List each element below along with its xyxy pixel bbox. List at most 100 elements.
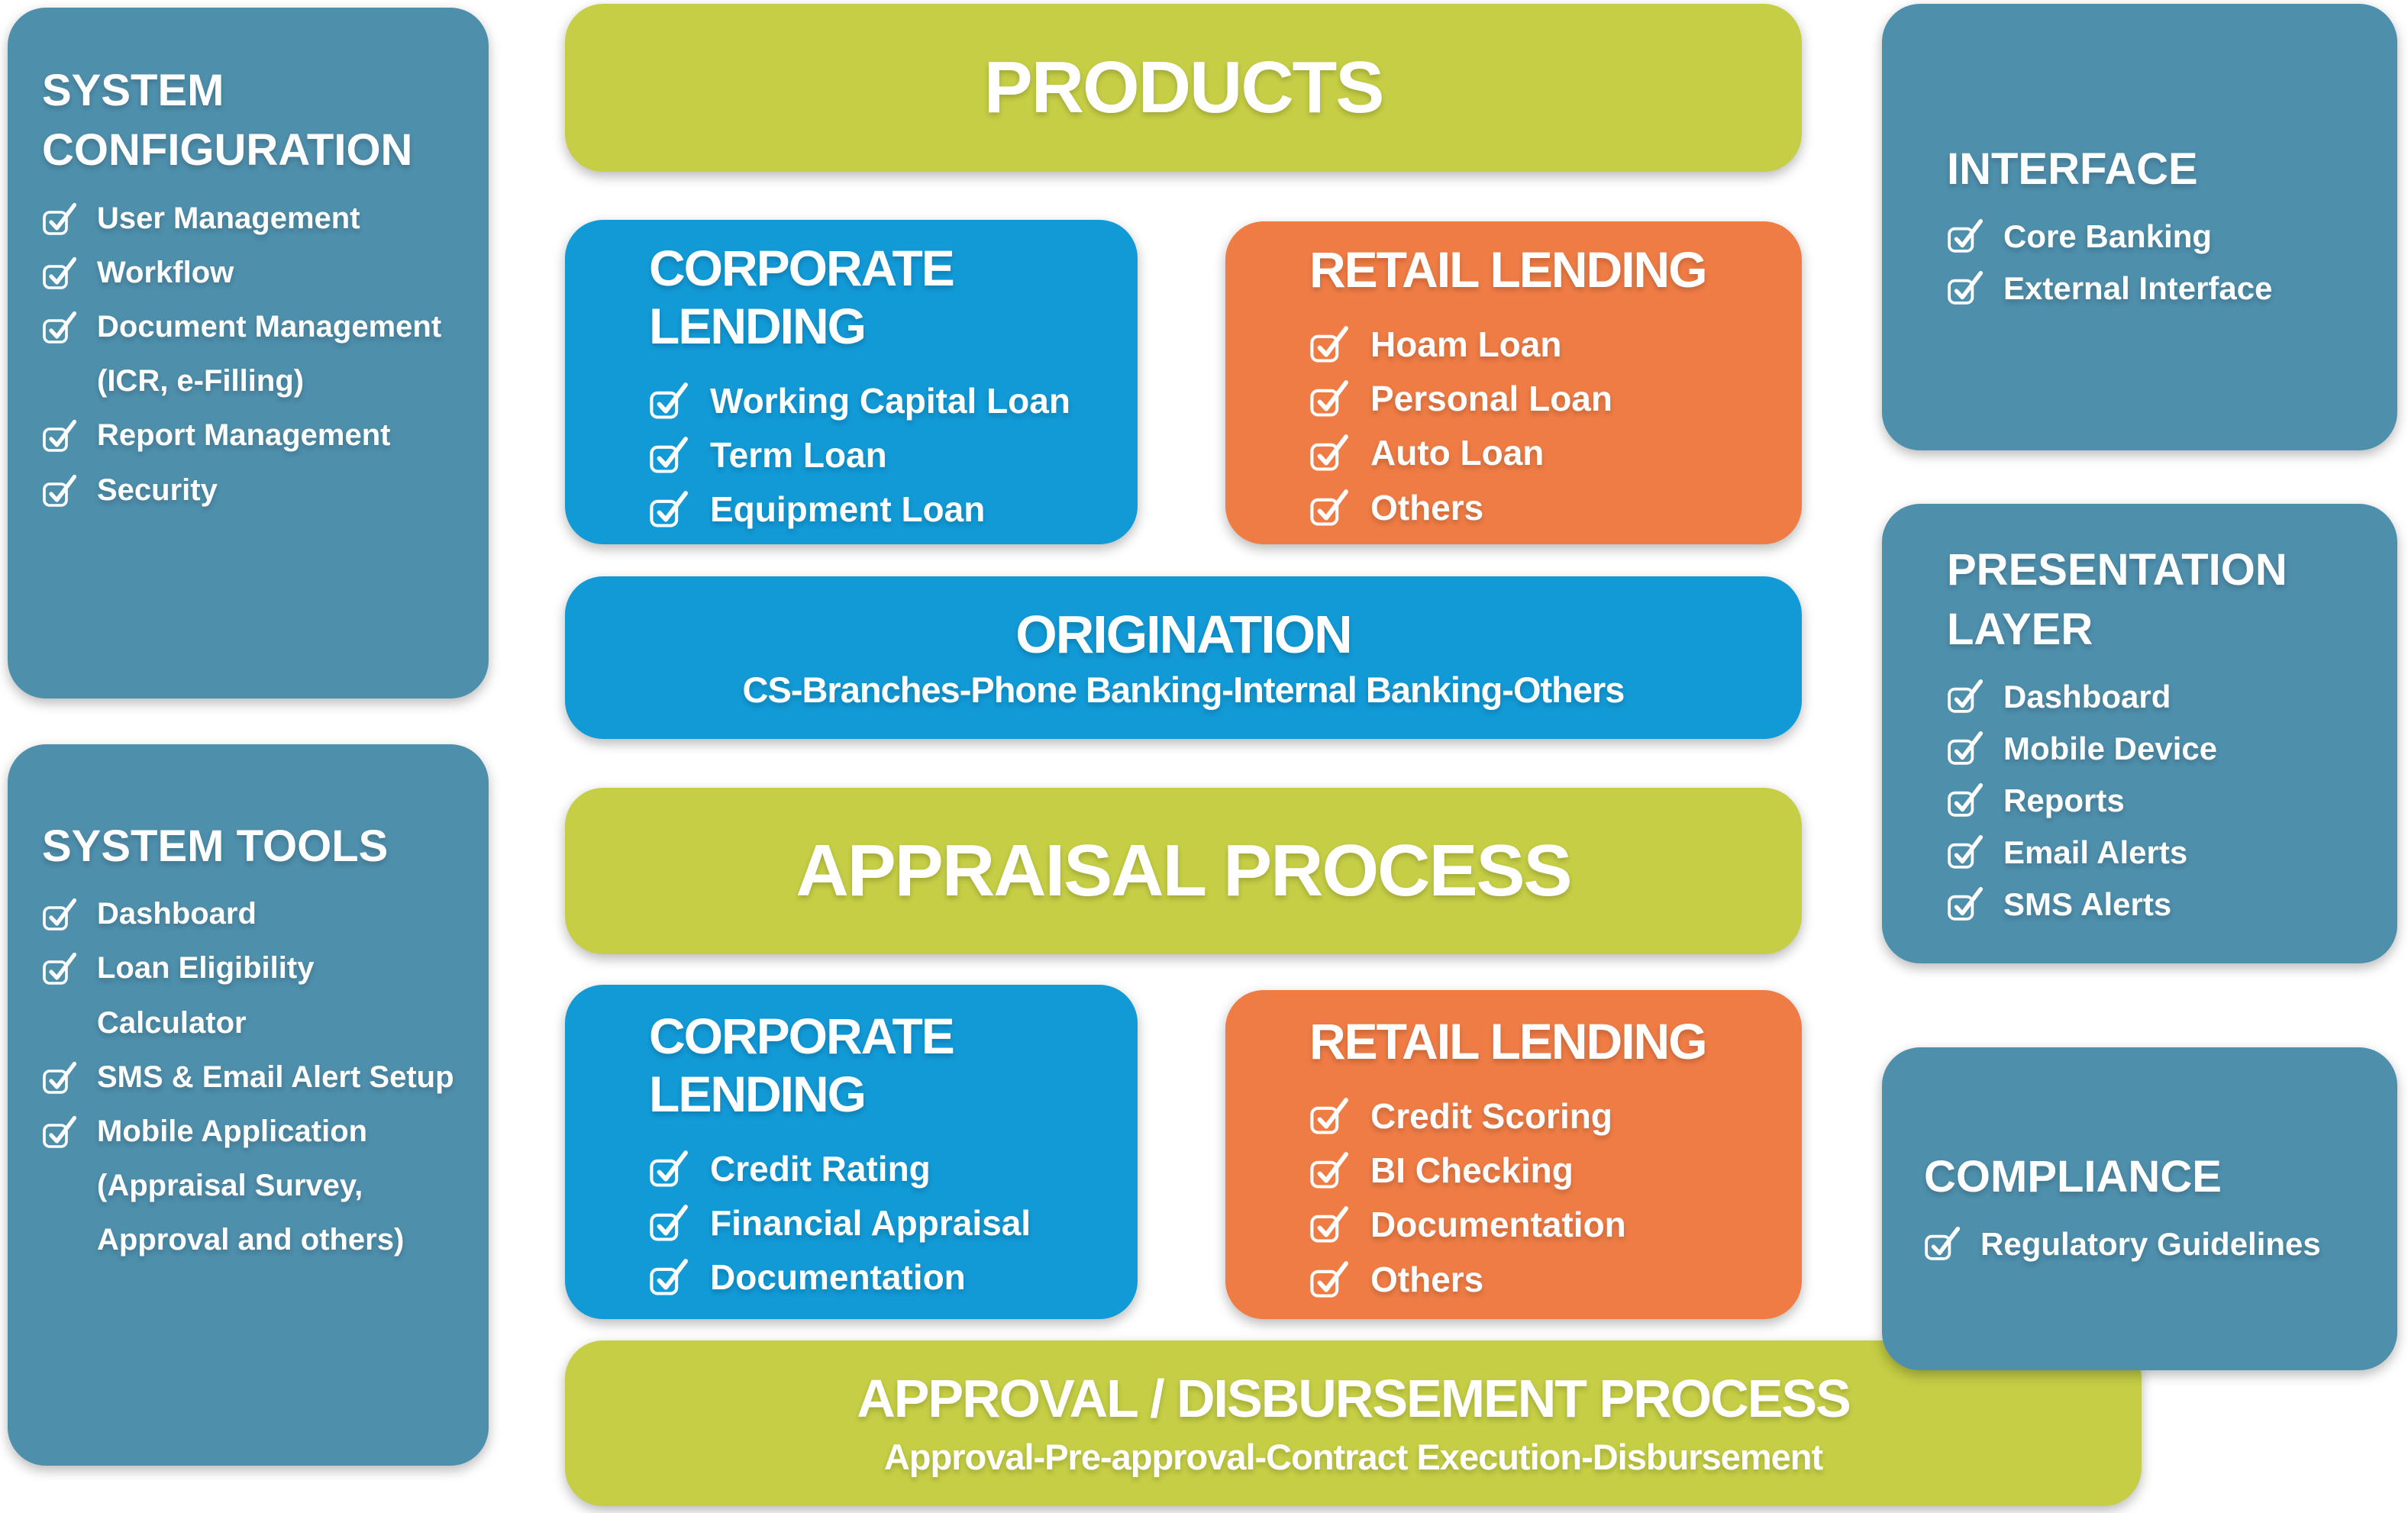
list-item-label: Email Alerts [2003, 834, 2188, 870]
corporate-lending-appraisal-list: Credit Rating Financial Appraisal Docume… [649, 1142, 1111, 1305]
checkbox-checked-icon [42, 1061, 77, 1095]
list-item: Term Loan [649, 428, 1111, 482]
products-header-title: PRODUCTS [983, 47, 1385, 128]
list-item: Email Alerts [1947, 827, 2374, 879]
list-item-label: Equipment Loan [710, 489, 986, 530]
corporate-lending-products-card: CORPORATE LENDING Working Capital Loan T… [565, 220, 1138, 544]
list-item-label: Core Banking [2003, 218, 2213, 254]
list-item-label: Term Loan [710, 435, 887, 476]
checkbox-checked-icon [42, 474, 77, 508]
checkbox-checked-icon [649, 490, 689, 528]
appraisal-process-header-bar: APPRAISAL PROCESS [565, 788, 1802, 954]
list-item-label: Others [1370, 487, 1484, 527]
checkbox-checked-icon [1947, 731, 1984, 766]
checkbox-checked-icon [42, 256, 77, 290]
retail-lending-title: RETAIL LENDING [1309, 1013, 1708, 1069]
list-item: Others [1309, 481, 1775, 535]
checkbox-checked-icon [1309, 325, 1349, 363]
list-item-label: Report Management [97, 418, 391, 453]
list-item-label: User Management [97, 201, 360, 235]
checkbox-checked-icon [1947, 270, 1984, 305]
approval-disbursement-bar: APPROVAL / DISBURSEMENT PROCESS Approval… [565, 1340, 2142, 1506]
list-item: Working Capital Loan [649, 374, 1111, 428]
list-item: Workflow [42, 246, 466, 300]
retail-lending-products-list: Hoam Loan Personal Loan Auto Loan Others [1309, 318, 1775, 535]
checkbox-checked-icon [649, 1204, 689, 1242]
corporate-lending-appraisal-card: CORPORATE LENDING Credit Rating Financia… [565, 985, 1138, 1319]
presentation-layer-title: PRESENTATION LAYER [1947, 545, 2287, 655]
list-item: Mobile Application (Appraisal Survey, Ap… [42, 1105, 466, 1268]
list-item: Dashboard [1947, 671, 2374, 723]
list-item-label: Reports [2003, 782, 2125, 818]
retail-lending-products-card: RETAIL LENDING Hoam Loan Personal Loan A… [1225, 221, 1802, 544]
list-item-label: Documentation [710, 1257, 966, 1298]
checkbox-checked-icon [1309, 379, 1349, 418]
list-item: Documentation [649, 1250, 1111, 1305]
checkbox-checked-icon [42, 419, 77, 453]
list-item: Others [1309, 1253, 1775, 1307]
list-item: Report Management [42, 408, 466, 463]
checkbox-checked-icon [1309, 1205, 1349, 1244]
list-item: Core Banking [1947, 211, 2374, 263]
list-item-label: Hoam Loan [1370, 324, 1562, 364]
checkbox-checked-icon [649, 382, 689, 420]
origination-title: ORIGINATION [1015, 605, 1352, 664]
corporate-lending-products-list: Working Capital Loan Term Loan Equipment… [649, 374, 1111, 537]
checkbox-checked-icon [649, 1150, 689, 1188]
checkbox-checked-icon [1947, 886, 1984, 921]
list-item-label: Mobile Device [2003, 730, 2218, 766]
checkbox-checked-icon [1947, 679, 1984, 714]
checkbox-checked-icon [1947, 834, 1984, 869]
list-item: User Management [42, 192, 466, 246]
list-item-label: Others [1370, 1259, 1484, 1299]
interface-title: INTERFACE [1947, 144, 2198, 195]
list-item-label: Documentation [1370, 1205, 1626, 1245]
list-item-label: Regulatory Guidelines [1980, 1225, 2321, 1262]
list-item: Personal Loan [1309, 372, 1775, 426]
corporate-lending-title: CORPORATE LENDING [649, 240, 955, 354]
system-configuration-title: SYSTEM CONFIGURATION [42, 66, 413, 176]
interface-card: INTERFACE Core Banking External Interfac… [1882, 4, 2397, 450]
checkbox-checked-icon [1309, 1151, 1349, 1189]
list-item: Dashboard [42, 887, 466, 941]
checkbox-checked-icon [1309, 1097, 1349, 1135]
checkbox-checked-icon [42, 898, 77, 931]
list-item: Security [42, 463, 466, 518]
system-configuration-card: SYSTEM CONFIGURATION User Management Wor… [8, 8, 489, 698]
retail-lending-title: RETAIL LENDING [1309, 241, 1708, 298]
list-item-label: Workflow [97, 255, 234, 289]
list-item-label: External Interface [2003, 269, 2273, 306]
products-header-bar: PRODUCTS [565, 4, 1802, 172]
list-item: Loan Eligibility Calculator [42, 941, 466, 1050]
list-item-label: Financial Appraisal [710, 1203, 1031, 1244]
origination-bar: ORIGINATION CS-Branches-Phone Banking-In… [565, 576, 1802, 739]
approval-disbursement-subtitle: Approval-Pre-approval-Contract Execution… [883, 1437, 1823, 1477]
compliance-card: COMPLIANCE Regulatory Guidelines [1882, 1047, 2397, 1370]
system-tools-card: SYSTEM TOOLS Dashboard Loan Eligibility … [8, 744, 489, 1466]
list-item-label: SMS & Email Alert Setup [97, 1060, 454, 1094]
approval-disbursement-title: APPROVAL / DISBURSEMENT PROCESS [857, 1369, 1851, 1428]
interface-list: Core Banking External Interface [1947, 211, 2374, 315]
list-item-label: BI Checking [1370, 1150, 1574, 1191]
list-item-label: Document Management (ICR, e-Filling) [97, 309, 442, 398]
checkbox-checked-icon [42, 952, 77, 986]
checkbox-checked-icon [1309, 1260, 1349, 1298]
list-item: Documentation [1309, 1198, 1775, 1252]
list-item: Auto Loan [1309, 426, 1775, 480]
compliance-list: Regulatory Guidelines [1924, 1218, 2374, 1270]
checkbox-checked-icon [42, 1115, 77, 1149]
system-tools-list: Dashboard Loan Eligibility Calculator SM… [42, 887, 466, 1267]
origination-subtitle: CS-Branches-Phone Banking-Internal Banki… [742, 669, 1625, 710]
retail-lending-appraisal-card: RETAIL LENDING Credit Scoring BI Checkin… [1225, 990, 1802, 1319]
checkbox-checked-icon [1947, 218, 1984, 253]
list-item: Credit Scoring [1309, 1089, 1775, 1144]
list-item-label: Security [97, 473, 218, 507]
system-tools-title: SYSTEM TOOLS [42, 821, 389, 871]
list-item: Reports [1947, 775, 2374, 827]
presentation-layer-card: PRESENTATION LAYER Dashboard Mobile Devi… [1882, 504, 2397, 963]
compliance-title: COMPLIANCE [1924, 1152, 2222, 1202]
list-item: Credit Rating [649, 1142, 1111, 1196]
list-item: SMS & Email Alert Setup [42, 1050, 466, 1105]
list-item-label: Credit Rating [710, 1148, 931, 1189]
list-item-label: Dashboard [2003, 678, 2171, 715]
